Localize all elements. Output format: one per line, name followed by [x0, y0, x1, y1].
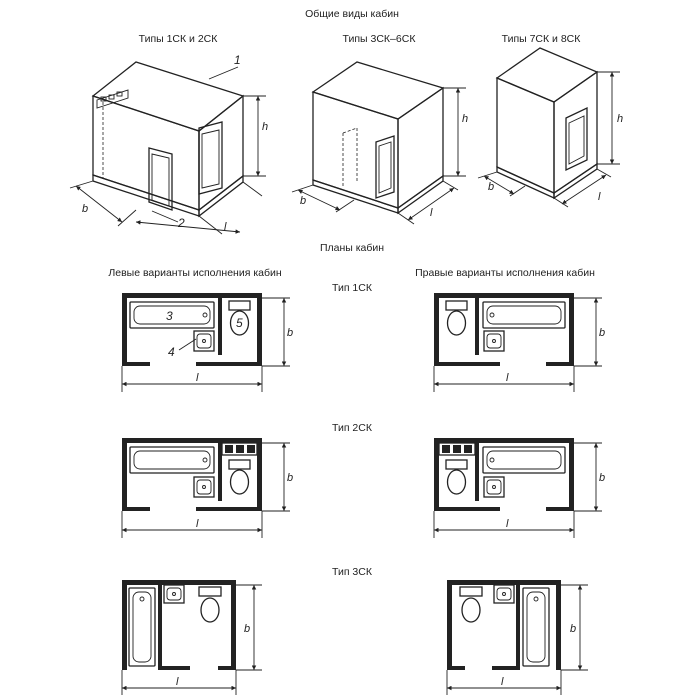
callout-5: 5 [236, 316, 243, 330]
dim-b-p3l: b [244, 623, 250, 635]
iso-title-7sk-8sk: Типы 7СК и 8СК [502, 33, 582, 45]
dim-b-3: b [488, 181, 494, 193]
washbasin [483, 330, 505, 352]
plan-2sk-left: b l [121, 438, 293, 538]
callout-2: 2 [177, 216, 185, 230]
dim-l-p2l: l [196, 518, 199, 530]
callout-1: 1 [234, 53, 241, 67]
dim-l-p2r: l [506, 518, 509, 530]
iso-view-1sk-2sk [91, 61, 245, 218]
dim-l-3: l [598, 191, 601, 203]
washbasin [163, 584, 185, 604]
iso-dims-2: h b l [291, 87, 468, 225]
toilet [198, 586, 222, 623]
right-variants-title: Правые варианты исполнения кабин [415, 267, 595, 279]
bathtub [482, 301, 566, 329]
callout-4: 4 [168, 345, 175, 359]
dim-h-3: h [617, 113, 623, 125]
bathtub [128, 587, 156, 667]
dim-b-1: b [82, 203, 88, 215]
washbasin [193, 476, 215, 498]
plans-title: Планы кабин [320, 242, 384, 254]
bathtub [129, 301, 215, 329]
iso-view-7sk-8sk [495, 47, 599, 200]
toilet [228, 459, 251, 495]
type-3sk-label: Тип 3СК [332, 566, 373, 578]
plan-3sk-right: b l [446, 580, 588, 695]
toilet [228, 300, 251, 336]
dim-l-p1l: l [196, 372, 199, 384]
plan-2sk-right: b l [433, 438, 605, 538]
toilet [459, 586, 483, 623]
dim-l-2: l [430, 207, 433, 219]
toilet [445, 300, 468, 336]
washbasin [193, 330, 215, 352]
dim-b-p2l: b [287, 472, 293, 484]
iso-view-3sk-6sk [311, 61, 445, 215]
general-views-title: Общие виды кабин [305, 8, 399, 20]
dim-b-p1r: b [599, 327, 605, 339]
washbasin [493, 584, 515, 604]
vent-block [438, 442, 476, 456]
plan-1sk-right: b l [433, 293, 605, 392]
dim-b-2: b [300, 195, 306, 207]
dim-b-p2r: b [599, 472, 605, 484]
plan-3sk-left: b l [121, 580, 262, 695]
vent-block [96, 89, 129, 109]
plan-1sk-left: 3 4 5 b l [121, 293, 293, 392]
dim-l-p1r: l [506, 372, 509, 384]
dim-h-2: h [462, 113, 468, 125]
dim-l-p3l: l [176, 676, 179, 688]
iso-dims-3: h b l [477, 71, 623, 208]
bathtub [482, 446, 566, 474]
type-2sk-label: Тип 2СК [332, 422, 373, 434]
left-variants-title: Левые варианты исполнения кабин [108, 267, 282, 279]
dim-l-p3r: l [501, 676, 504, 688]
toilet [445, 459, 468, 495]
dim-l-1: l [224, 221, 227, 233]
bathtub [522, 587, 550, 667]
washbasin [483, 476, 505, 498]
callout-3: 3 [166, 309, 173, 323]
bathtub [129, 446, 215, 474]
dim-h-1: h [262, 121, 268, 133]
iso-title-3sk-6sk: Типы 3СК–6СК [343, 33, 417, 45]
vent-block [221, 442, 258, 456]
iso-title-1sk-2sk: Типы 1СК и 2СК [139, 33, 219, 45]
type-1sk-label: Тип 1СК [332, 282, 373, 294]
dim-b-p3r: b [570, 623, 576, 635]
iso-dims-1: h b l 1 2 [69, 53, 268, 235]
dim-b-p1l: b [287, 327, 293, 339]
